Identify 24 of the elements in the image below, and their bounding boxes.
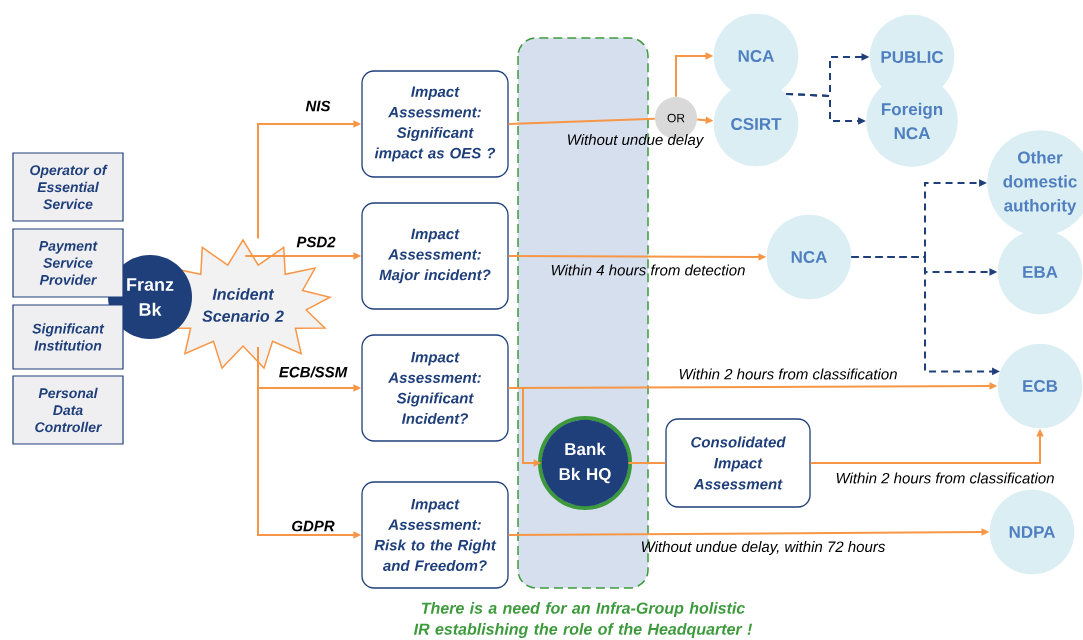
entity-box: Payment Service Provider: [12, 228, 124, 298]
edge-label: Within 4 hours from detection: [551, 264, 745, 276]
entity-box: Personal Data Controller: [12, 375, 124, 445]
edge-label: Within 2 hours from classification: [679, 368, 897, 380]
edge-label: Within 2 hours from classification: [836, 472, 1054, 484]
connector-line: [627, 462, 667, 464]
entity-box: Significant Institution: [12, 304, 124, 370]
assessment-box: Impact Assessment: Risk to the Right and Freedom?: [361, 481, 509, 589]
entity-box: Operator of Essential Service: [12, 152, 124, 222]
assessment-box: Impact Assessment: Significant Incident?: [361, 334, 509, 442]
edge-label: PSD2: [296, 236, 336, 248]
caption: There is a need for an Infra-Group holistic IR establishing the role of the Headquarter !: [413, 602, 753, 638]
edge-label: GDPR: [292, 520, 335, 532]
assessment-box: Impact Assessment: Significant impact as OES ?: [361, 70, 509, 178]
node-label: CSIRT: [731, 117, 782, 131]
edge-label: NIS: [305, 100, 331, 112]
node-label: Foreign NCA: [881, 102, 943, 140]
edge-label: Without undue delay, within 72 hours: [641, 541, 885, 555]
node-label: NCA: [738, 49, 774, 63]
edge-label: ECB/SSM: [279, 366, 348, 378]
node-label: PUBLIC: [881, 50, 944, 64]
assessment-box: Consolidated Impact Assessment: [665, 418, 811, 508]
connector-line: [507, 117, 656, 125]
assessment-box: Impact Assessment: Major incident?: [361, 202, 509, 310]
